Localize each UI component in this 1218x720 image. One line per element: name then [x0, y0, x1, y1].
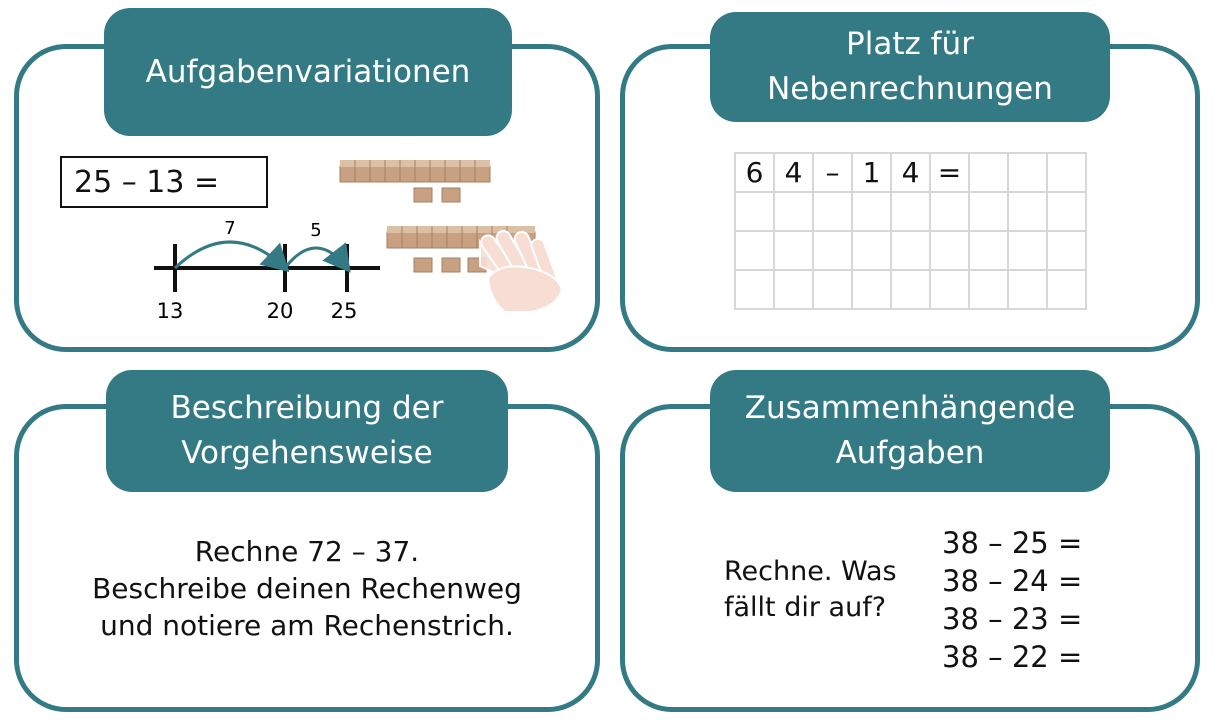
grid-cell: 4: [890, 152, 931, 193]
card-title-related-tasks: Zusammenhängende Aufgaben: [710, 370, 1110, 492]
grid-cell: [968, 191, 1009, 232]
grid-cell: [1046, 152, 1087, 193]
grid-row: [734, 269, 1087, 310]
equation-text: 25 – 13 =: [74, 164, 220, 200]
grid-cell: [734, 230, 775, 271]
grid-cell: [812, 269, 853, 310]
task-instruction: Rechne 72 – 37. Beschreibe deinen Rechen…: [92, 535, 522, 642]
grid-cell: [851, 230, 892, 271]
grid-cell: [812, 230, 853, 271]
unit-cube: [413, 187, 433, 203]
grid-cell: [773, 191, 814, 232]
grid-cell: [968, 230, 1009, 271]
related-tasks-prompt: Rechne. Was fällt dir auf?: [724, 556, 897, 623]
grid-cell: [1007, 191, 1048, 232]
tick-label-25: 25: [331, 299, 358, 323]
grid-cell: [851, 269, 892, 310]
unit-cube: [441, 187, 461, 203]
grid-cell: 6: [734, 152, 775, 193]
grid-row: [734, 191, 1087, 232]
grid-cell: [968, 152, 1009, 193]
grid-cell: [1007, 152, 1048, 193]
jump-arc-5: [283, 242, 351, 273]
grid-cell: [890, 269, 931, 310]
unit-cube: [413, 257, 433, 273]
grid-cell: [851, 191, 892, 232]
base-ten-blocks: [339, 160, 564, 313]
grid-cell: [929, 191, 970, 232]
grid-cell: 4: [773, 152, 814, 193]
number-line-diagram: 7 5 13 20 25: [154, 218, 380, 323]
unit-cube: [441, 257, 461, 273]
jump-label-5: 5: [310, 220, 321, 241]
equation-item: 38 – 22 =: [942, 640, 1083, 674]
grid-cell: [890, 230, 931, 271]
card-title-task-variations: Aufgabenvariationen: [104, 8, 512, 136]
equation-box: 25 – 13 =: [60, 156, 268, 208]
grid-cell: [734, 269, 775, 310]
grid-cell: [1046, 269, 1087, 310]
grid-cell: 1: [851, 152, 892, 193]
grid-cell: [1007, 230, 1048, 271]
equation-item: 38 – 24 =: [942, 564, 1083, 598]
grid-cell: [929, 230, 970, 271]
tick-label-13: 13: [157, 299, 184, 323]
tick-label-20: 20: [267, 299, 294, 323]
hand-illustration: [479, 230, 564, 313]
grid-cell: [929, 269, 970, 310]
equation-item: 38 – 25 =: [942, 526, 1083, 560]
card-title-scratch-space: Platz für Nebenrechnungen: [710, 12, 1110, 122]
grid-cell: [1046, 191, 1087, 232]
grid-cell: [890, 191, 931, 232]
grid-cell: =: [929, 152, 970, 193]
grid-cell: [968, 269, 1009, 310]
grid-cell: [1007, 269, 1048, 310]
equation-list: 38 – 25 = 38 – 24 = 38 – 23 = 38 – 22 =: [942, 524, 1082, 676]
grid-cell: [773, 269, 814, 310]
grid-row: [734, 230, 1087, 271]
grid-cell: [734, 191, 775, 232]
jump-label-7: 7: [224, 218, 235, 239]
grid-cell: –: [812, 152, 853, 193]
card-title-procedure-description: Beschreibung der Vorgehensweise: [106, 370, 508, 492]
grid-cell: [773, 230, 814, 271]
equation-item: 38 – 23 =: [942, 602, 1083, 636]
grid-cell: [812, 191, 853, 232]
jump-arc-7: [173, 240, 290, 273]
ten-rod-top: [339, 160, 491, 183]
grid-cell: [1046, 230, 1087, 271]
